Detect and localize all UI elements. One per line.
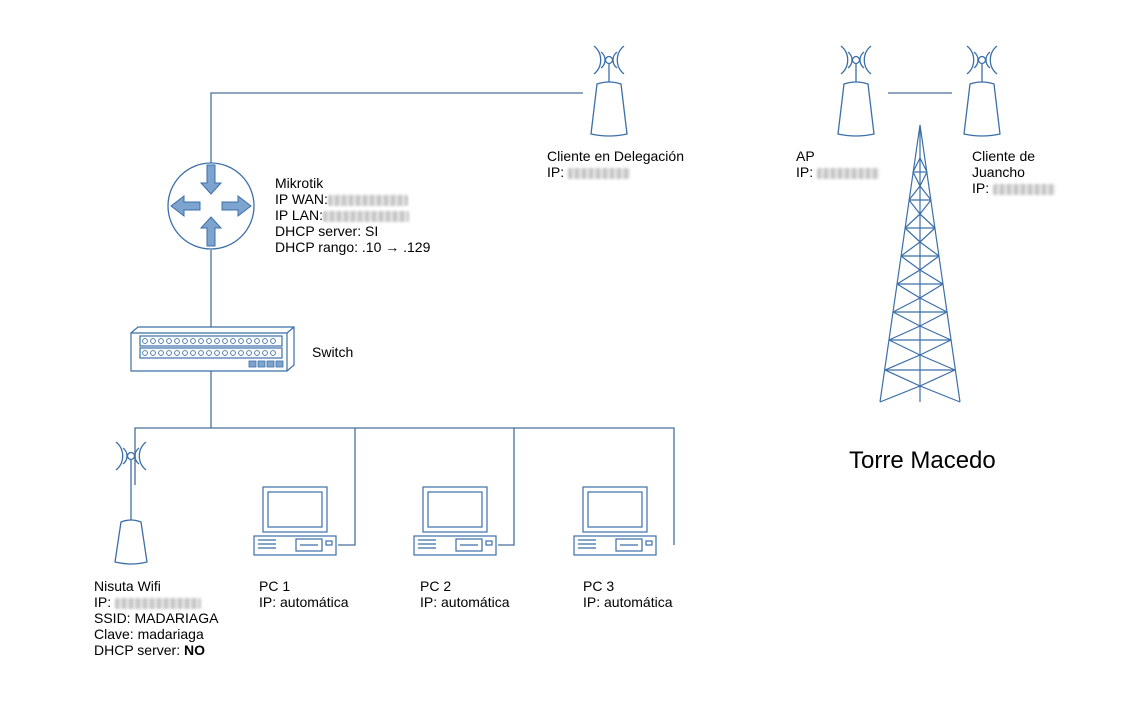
- mikrotik-wan: IP WAN:: [275, 191, 430, 207]
- juancho-ip: IP:: [972, 180, 1056, 196]
- ap-ip: IP:: [796, 164, 880, 180]
- juancho-name-1: Cliente de: [972, 148, 1036, 164]
- pc1-icon: [253, 486, 337, 556]
- antenna-nisuta-icon: [114, 441, 148, 565]
- ap-label: AP IP:: [796, 148, 880, 180]
- mikrotik-lan: IP LAN:: [275, 207, 430, 223]
- pc1-ip: IP: automática: [259, 594, 349, 610]
- mikrotik-name: Mikrotik: [275, 175, 324, 191]
- link-bus-pc2: [498, 428, 515, 546]
- mikrotik-label: Mikrotik IP WAN: IP LAN: DHCP server: SI…: [275, 175, 430, 255]
- wan-label: IP WAN:: [275, 191, 328, 207]
- nisuta-ssid: SSID: MADARIAGA: [94, 610, 219, 626]
- nisuta-label: Nisuta Wifi IP: SSID: MADARIAGA Clave: m…: [94, 578, 218, 658]
- antenna-delegacion-icon: [590, 45, 628, 137]
- nisuta-clave: Clave: madariaga: [94, 626, 204, 642]
- pc1-label: PC 1 IP: automática: [259, 578, 349, 610]
- juancho-name-2: Juancho: [972, 164, 1025, 180]
- nisuta-ip: IP:: [94, 594, 218, 610]
- ip-label: IP:: [94, 594, 112, 610]
- mikrotik-dhcp-range: DHCP rango: .10 → .129: [275, 239, 431, 255]
- switch-label: Switch: [312, 344, 354, 360]
- dhcp-prefix: DHCP server:: [94, 642, 184, 658]
- redacted-ip: [327, 194, 408, 206]
- antenna-ap-icon: [837, 45, 875, 137]
- mikrotik-dhcp-server: DHCP server: SI: [275, 223, 379, 239]
- antenna-juancho-icon: [963, 45, 1001, 137]
- pc3-name: PC 3: [583, 578, 615, 594]
- pc3-ip: IP: automática: [583, 594, 673, 610]
- dhcp-value: NO: [183, 642, 205, 658]
- delegacion-name: Cliente en Delegación: [547, 148, 684, 164]
- link-bus-pc1: [338, 428, 356, 546]
- pc1-name: PC 1: [259, 578, 291, 594]
- tower-icon: [879, 124, 961, 403]
- pc3-icon: [573, 486, 657, 556]
- juancho-label: Cliente de Juancho IP:: [972, 148, 1056, 196]
- ip-label: IP:: [547, 164, 565, 180]
- pc2-icon: [413, 486, 497, 556]
- nisuta-name: Nisuta Wifi: [94, 578, 161, 594]
- ip-label: IP:: [796, 164, 814, 180]
- delegacion-ip: IP:: [547, 164, 684, 180]
- pc3-label: PC 3 IP: automática: [583, 578, 673, 610]
- pc2-ip: IP: automática: [420, 594, 510, 610]
- nisuta-dhcp: DHCP server: NO: [94, 642, 218, 658]
- redacted-ip: [115, 597, 202, 609]
- link-router-delegacion: [210, 92, 583, 163]
- router-icon: [167, 162, 255, 250]
- ip-label: IP:: [972, 180, 990, 196]
- ap-name: AP: [796, 148, 815, 164]
- redacted-ip: [323, 210, 409, 222]
- tower-label: Torre Macedo: [849, 447, 996, 474]
- redacted-ip: [817, 167, 880, 179]
- lan-label: IP LAN:: [275, 207, 323, 223]
- pc2-name: PC 2: [420, 578, 452, 594]
- switch-icon: [130, 326, 295, 372]
- pc2-label: PC 2 IP: automática: [420, 578, 510, 610]
- redacted-ip: [993, 183, 1056, 195]
- redacted-ip: [568, 167, 631, 179]
- delegacion-label: Cliente en Delegación IP:: [547, 148, 684, 180]
